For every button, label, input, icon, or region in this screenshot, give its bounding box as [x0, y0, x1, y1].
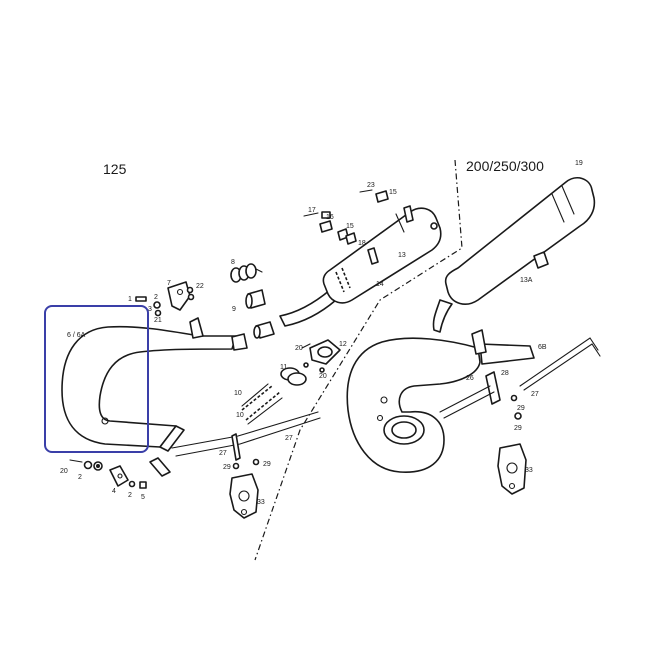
label-4: 4: [112, 488, 116, 495]
label-33-left: 33: [257, 499, 265, 506]
label-27-mid: 27: [285, 435, 293, 442]
expansion-chamber-125: [61, 317, 248, 452]
heading-125: 125: [103, 161, 127, 177]
label-27-right: 27: [531, 391, 539, 398]
label-17: 17: [308, 207, 316, 214]
rod-27-right: [439, 337, 601, 420]
section-divider: [254, 159, 463, 561]
label-15-lower: 15: [346, 223, 354, 230]
valve-actuator-33-left: [229, 458, 260, 519]
silencer-hardware: [303, 189, 438, 245]
label-10-upper: 10: [234, 390, 242, 397]
rods-27-left: [149, 411, 321, 477]
label-7: 7: [167, 280, 171, 287]
label-2-bottom: 2: [78, 474, 82, 481]
label-2: 2: [154, 294, 158, 301]
highlight-box-6-6a: [44, 305, 149, 453]
label-15-upper: 15: [389, 189, 397, 196]
valve-actuator-33-right: [497, 443, 527, 495]
heading-200-250-300: 200/250/300: [466, 158, 544, 174]
springs-10: [241, 383, 283, 425]
label-1: 1: [128, 296, 132, 303]
sleeves-9: [245, 289, 275, 339]
label-9: 9: [232, 306, 236, 313]
label-22: 22: [196, 283, 204, 290]
label-11: 11: [280, 364, 287, 371]
label-19: 19: [575, 160, 583, 167]
expansion-chamber-200-300: [346, 329, 535, 473]
label-20-bottom: 20: [60, 468, 68, 475]
label-5: 5: [141, 494, 145, 501]
label-6b: 6B: [538, 344, 547, 351]
label-21: 21: [154, 317, 162, 324]
silencer-200-300: [432, 177, 596, 333]
bracket-7: [135, 281, 195, 317]
label-3: 3: [148, 306, 152, 313]
label-29-right-b: 29: [514, 425, 522, 432]
silencer-125: [322, 205, 442, 304]
label-12: 12: [339, 341, 347, 348]
label-18: 18: [358, 240, 366, 247]
label-8: 8: [231, 259, 235, 266]
part-labels: 1 2 3 7 22 21 8 9 6 / 6A 20 2 4 2 5 10 1…: [60, 160, 583, 506]
chamber-hardware-bottom: [69, 459, 147, 489]
label-29-left-b: 29: [263, 461, 271, 468]
label-26: 26: [466, 375, 474, 382]
flange-12: [301, 339, 341, 373]
label-23: 23: [367, 182, 375, 189]
label-20-mid: 20: [295, 345, 303, 352]
label-10-lower: 10: [236, 412, 244, 419]
label-13: 13: [398, 252, 406, 259]
link-pipe-125: [279, 289, 337, 327]
label-20-right: 20: [319, 373, 327, 380]
o-rings-11: [280, 362, 309, 386]
label-29-left-a: 29: [223, 464, 231, 471]
springs-8: [230, 263, 263, 283]
label-28: 28: [501, 370, 509, 377]
label-16: 16: [326, 214, 334, 221]
label-13a: 13A: [520, 277, 533, 284]
label-2-lower: 2: [128, 492, 132, 499]
label-33-right: 33: [525, 467, 533, 474]
label-29-right-a: 29: [517, 405, 525, 412]
label-6-6a: 6 / 6A: [67, 332, 86, 339]
label-14: 14: [376, 281, 384, 288]
label-27-left: 27: [219, 450, 227, 457]
